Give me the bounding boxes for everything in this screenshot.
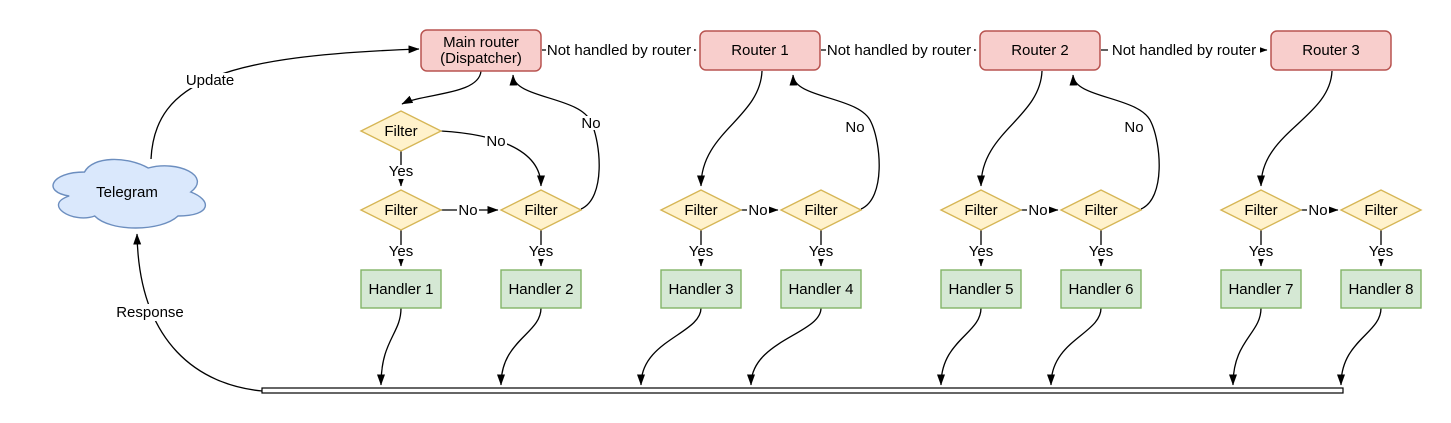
filter-label: Filter: [804, 202, 837, 219]
yes-label: Yes: [689, 243, 713, 260]
filter-node: [359, 110, 443, 152]
handler-node: [660, 269, 742, 309]
main-router-label: Main router: [443, 34, 519, 51]
yes-label: Yes: [969, 243, 993, 260]
handler-node: [1060, 269, 1142, 309]
filter-node: [359, 189, 443, 231]
edge-handler1-bus: [377, 307, 402, 386]
handler-label: Handler 7: [1228, 281, 1293, 298]
handler-node: [1340, 269, 1422, 309]
edges: [133, 45, 1385, 392]
yes-label: Yes: [529, 243, 553, 260]
response-label: Response: [116, 304, 184, 321]
no-label: No: [845, 119, 864, 136]
filter-label: Filter: [1084, 202, 1117, 219]
handler-node: [500, 269, 582, 309]
router-2-label: Router 2: [1011, 42, 1069, 59]
filter-label: Filter: [1244, 202, 1277, 219]
edge-filter7-no-router2: [1069, 74, 1160, 210]
filter-label: Filter: [524, 202, 557, 219]
edge-handler2-bus: [497, 307, 542, 386]
edge-router3-to-filter8: [1257, 70, 1333, 187]
filter-node: [1219, 189, 1303, 231]
handler-node: [940, 269, 1022, 309]
no-label: No: [458, 202, 477, 219]
edge-filter1-no-filter3: [440, 130, 545, 187]
edge-handler3-bus: [637, 307, 702, 386]
handler-label: Handler 3: [668, 281, 733, 298]
handler-label: Handler 2: [508, 281, 573, 298]
filter-label: Filter: [964, 202, 997, 219]
edge-label-backgrounds: [113, 42, 1394, 321]
no-label: No: [1028, 202, 1047, 219]
router-1-node: [699, 30, 821, 71]
main-router-sublabel: (Dispatcher): [440, 50, 522, 67]
handler-node: [780, 269, 862, 309]
no-label: No: [486, 133, 505, 150]
filter-node: [1059, 189, 1143, 231]
handler-label: Handler 6: [1068, 281, 1133, 298]
yes-label: Yes: [1249, 243, 1273, 260]
edge-handler5-bus: [937, 307, 982, 386]
filter-label: Filter: [384, 202, 417, 219]
yes-label: Yes: [1369, 243, 1393, 260]
no-label: No: [1124, 119, 1143, 136]
edge-handler4-bus: [747, 307, 822, 386]
edge-response: [133, 233, 263, 392]
no-label: No: [581, 115, 600, 132]
filter-label: Filter: [1364, 202, 1397, 219]
edge-router2-to-filter6: [977, 70, 1043, 187]
edge-router1-to-filter4: [697, 70, 763, 187]
handler-node: [360, 269, 442, 309]
filter-node: [499, 189, 583, 231]
labels: Telegram Main router (Dispatcher) Router…: [96, 34, 1413, 321]
no-label: No: [748, 202, 767, 219]
edge-handler6-bus: [1047, 307, 1102, 386]
main-router-node: [420, 29, 542, 72]
edge-handler7-bus: [1229, 307, 1262, 386]
router-3-label: Router 3: [1302, 42, 1360, 59]
handler-label: Handler 4: [788, 281, 853, 298]
telegram-label: Telegram: [96, 184, 158, 201]
filter-node: [659, 189, 743, 231]
update-label: Update: [186, 72, 234, 89]
no-label: No: [1308, 202, 1327, 219]
edge-handler8-bus: [1337, 307, 1382, 386]
router-1-label: Router 1: [731, 42, 789, 59]
handler-label: Handler 5: [948, 281, 1013, 298]
filter-node: [939, 189, 1023, 231]
nodes: [52, 29, 1423, 309]
edge-filter3-no-mainrouter: [509, 74, 600, 210]
router-2-node: [979, 30, 1101, 71]
response-bus-line: [261, 387, 1344, 394]
handler-node: [1220, 269, 1302, 309]
not-handled-label: Not handled by router: [827, 42, 971, 59]
filter-node: [779, 189, 863, 231]
handler-label: Handler 1: [368, 281, 433, 298]
yes-label: Yes: [1089, 243, 1113, 260]
telegram-cloud-node: [52, 158, 207, 229]
edge-mainrouter-to-filter1: [401, 70, 482, 105]
filter-label: Filter: [684, 202, 717, 219]
filter-label: Filter: [384, 123, 417, 140]
not-handled-label: Not handled by router: [1112, 42, 1256, 59]
filter-node: [1339, 189, 1423, 231]
edge-filter5-no-router1: [789, 74, 880, 210]
handler-label: Handler 8: [1348, 281, 1413, 298]
yes-label: Yes: [809, 243, 833, 260]
not-handled-label: Not handled by router: [547, 42, 691, 59]
yes-label: Yes: [389, 243, 413, 260]
yes-label: Yes: [389, 163, 413, 180]
router-3-node: [1270, 30, 1392, 71]
edge-update: [150, 45, 420, 160]
